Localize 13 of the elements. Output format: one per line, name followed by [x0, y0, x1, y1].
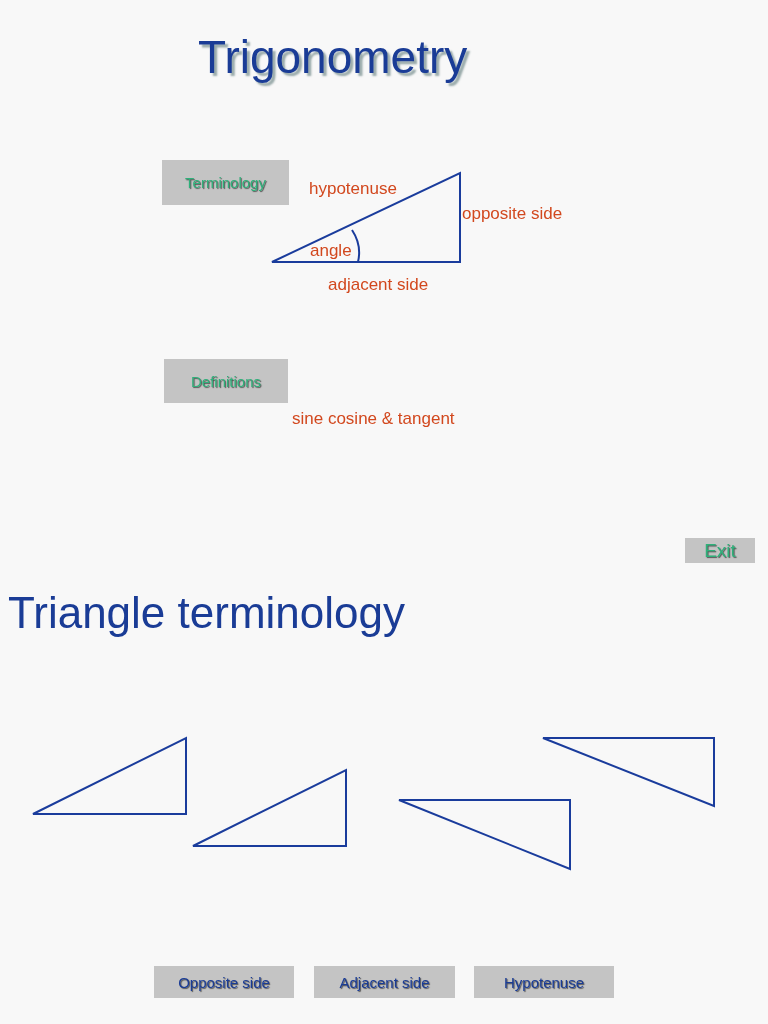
nav-button: Exit	[685, 538, 755, 563]
nav-button: Terminology	[162, 160, 289, 205]
side-label: opposite side	[462, 204, 563, 224]
slide-title: Trigonometry	[198, 30, 468, 84]
side-label: angle	[310, 241, 352, 261]
nav-button: Adjacent side	[314, 966, 455, 998]
side-label: sine cosine & tangent	[292, 409, 455, 429]
slide-heading: Triangle terminology	[8, 588, 405, 638]
side-label: hypotenuse	[309, 179, 397, 199]
nav-button: Hypotenuse	[474, 966, 614, 998]
nav-button: Opposite side	[154, 966, 294, 998]
side-label: adjacent side	[328, 275, 429, 295]
nav-button: Definitions	[164, 359, 288, 403]
